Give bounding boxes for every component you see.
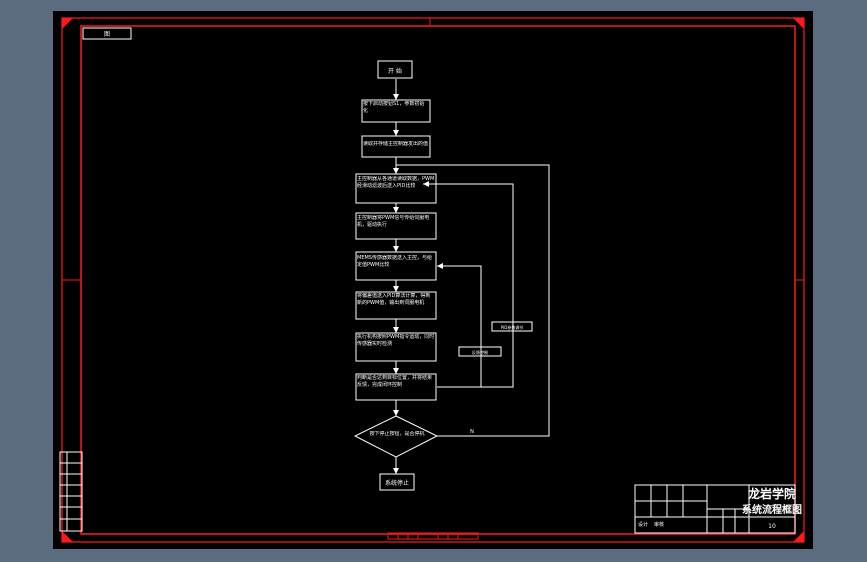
title-block — [634, 484, 796, 534]
step-box-7 — [355, 332, 437, 362]
corner-tag-box — [82, 27, 132, 40]
loop-label-2: 反馈控制 — [472, 349, 488, 355]
decision-label: 按下停止按钮，是否停机 — [369, 431, 425, 437]
step5-label: MEMS传感器数据送入主控，与给定值PWM比较 — [357, 255, 432, 268]
flow-arrowheads — [393, 94, 443, 474]
step6-label: 将偏差值送入PID算法计算，得到新的PWM值，输出到伺服电机 — [357, 293, 431, 306]
loop-label-box-1 — [491, 321, 533, 332]
step4-label: 主控制器将PWM信号传给伺服电机，驱动执行 — [357, 215, 430, 228]
step1-label: 按下启动按钮S1，参数初始化 — [363, 101, 425, 114]
loop-label-1: PID参数调节 — [501, 324, 524, 330]
step-box-5 — [355, 251, 437, 281]
revision-strip — [59, 451, 83, 532]
end-box — [379, 473, 415, 491]
loop-label-box-2 — [458, 346, 502, 357]
step-box-8 — [355, 373, 437, 401]
corner-mark — [793, 18, 804, 29]
start-box — [377, 60, 413, 79]
title-main: 龙岩学院 — [748, 486, 796, 501]
corner-mark — [62, 531, 73, 542]
step-box-2 — [361, 135, 431, 158]
step3-label: 主控制器从各通道读取数据，PWM经滑动滤波后送入PID比较 — [357, 176, 435, 189]
step-box-4 — [355, 212, 437, 240]
flowchart-canvas: 图 龙岩学院 系统流程框图 10 设计 审核 — [59, 17, 805, 543]
step-box-6 — [355, 291, 437, 320]
decision-diamond — [353, 415, 439, 458]
corner-mark — [793, 531, 804, 542]
title-sub: 系统流程框图 — [742, 503, 802, 516]
sign-row-design: 设计 — [638, 521, 648, 528]
step2-label: 读取并存储主控制器发出的值 — [363, 141, 429, 147]
start-label: 开 始 — [388, 67, 402, 75]
drawing-sheet: 图 龙岩学院 系统流程框图 10 设计 审核 — [53, 11, 813, 549]
flow-connectors — [395, 79, 550, 474]
no-branch-label: N — [470, 429, 474, 435]
step-box-3 — [355, 173, 437, 204]
corner-tag: 图 — [104, 31, 110, 38]
end-label: 系统停止 — [385, 479, 409, 487]
scale-ruler — [387, 532, 479, 540]
inner-frame — [80, 25, 796, 535]
step-box-1 — [361, 99, 431, 123]
step7-label: 执行机构按照PWM指令运动，同时传感器实时检测 — [357, 334, 435, 347]
step8-label: 判断是否达到目标位置，并将结果反馈，完成闭环控制 — [357, 375, 433, 388]
sign-row-review: 审核 — [654, 521, 664, 528]
corner-mark — [62, 18, 73, 29]
sheet-code: 10 — [768, 523, 776, 530]
